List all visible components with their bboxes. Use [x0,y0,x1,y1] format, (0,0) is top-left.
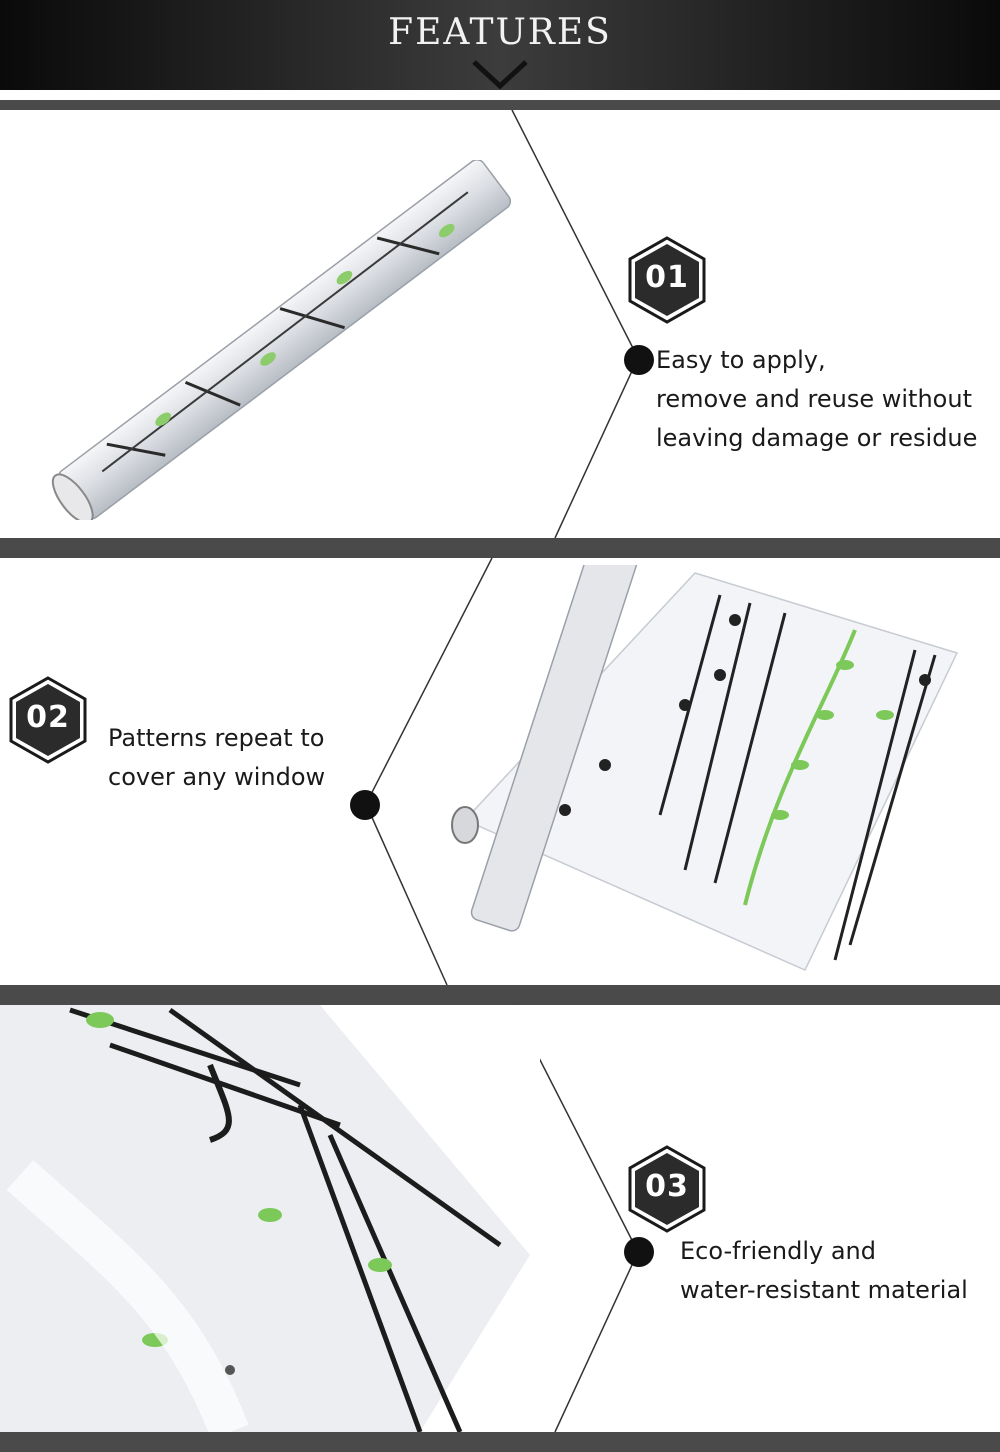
feature-line: Patterns repeat to [108,724,325,752]
feature-description: Easy to apply, remove and reuse without … [656,341,977,458]
features-header: FEATURES [0,0,1000,90]
feature-number: 03 [645,1169,689,1204]
divider-bar [0,985,1000,1005]
feature-description: Patterns repeat to cover any window [108,719,325,797]
bullet-dot [350,790,380,820]
feature-number: 02 [26,700,70,735]
feature-line: leaving damage or residue [656,424,978,452]
feature-description: Eco-friendly and water-resistant materia… [680,1232,968,1310]
divider-bar [0,100,1000,110]
feature-line: water-resistant material [680,1276,968,1304]
film-closeup-image [0,1005,540,1432]
feature-number-badge: 02 [8,676,88,764]
feature-number-badge: 01 [627,236,707,324]
bullet-dot [624,345,654,375]
feature-line: cover any window [108,763,326,791]
divider-bar [0,1432,1000,1452]
rolled-film-image [51,160,512,520]
unrolled-film-image [451,565,959,971]
bullet-dot [624,1237,654,1267]
feature-number: 01 [645,260,689,295]
divider-bar [0,538,1000,558]
feature-line: Easy to apply, [656,346,826,374]
chevron-down-icon [472,60,528,90]
feature-line: Eco-friendly and [680,1237,876,1265]
page-title: FEATURES [388,12,612,53]
feature-line: remove and reuse without [656,385,972,413]
feature-number-badge: 03 [627,1145,707,1233]
